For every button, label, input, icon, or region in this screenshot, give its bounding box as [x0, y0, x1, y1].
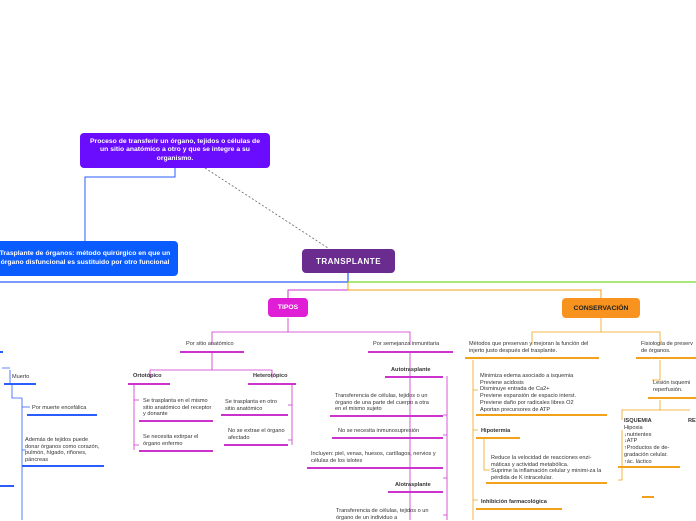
- metodos-list-underline: [476, 414, 607, 416]
- alo-text-1[interactable]: Transferencia de células, tejidos o un ó…: [336, 508, 429, 521]
- heterotopico-text-1[interactable]: Se trasplanta en otro sitio anatómico: [225, 399, 277, 412]
- lesion-underline: [648, 397, 696, 399]
- metodos-text[interactable]: Métodos que preservan y mejoran la funci…: [469, 341, 589, 354]
- muerte-encefalica-label[interactable]: Por muerte encefálica: [32, 405, 87, 411]
- ortotopico-text-1[interactable]: Se trasplanta en el mismo sitio anatómic…: [143, 398, 212, 418]
- inhibicion-label[interactable]: Inhibición farmacológica: [481, 499, 547, 505]
- small-orange-underline: [642, 496, 654, 498]
- re-label[interactable]: RE: [688, 418, 696, 424]
- definition-box[interactable]: Proceso de transferir un órgano, tejidos…: [80, 133, 270, 168]
- alotrasplante-underline: [388, 491, 443, 493]
- heterotopico-label[interactable]: Heterotópico: [253, 373, 288, 379]
- hipotermia-label[interactable]: Hipotermia: [481, 428, 511, 434]
- alotrasplante-label[interactable]: Alotrasplante: [395, 482, 431, 488]
- metodos-underline: [465, 357, 599, 359]
- muerte-encefalica-text[interactable]: Además de tejidos puede donar órganos co…: [25, 437, 100, 464]
- hetero-2-underline: [224, 444, 288, 446]
- conservacion-node[interactable]: CONSERVACIÓN: [562, 298, 640, 318]
- auto-3-underline: [307, 467, 443, 469]
- orto-2-underline: [139, 450, 213, 452]
- autotrasplante-label[interactable]: Autotrasplante: [391, 367, 431, 373]
- heterotopico-underline: [248, 383, 296, 385]
- muerte-encefalica-underline: [27, 414, 97, 416]
- ortotopico-label[interactable]: Ortotópico: [133, 373, 162, 379]
- semejanza-label[interactable]: Por semejanza inmunitaria: [373, 341, 440, 347]
- hetero-1-underline: [221, 414, 288, 416]
- fisiologia-text[interactable]: Fisiología de preserv de órganos.: [641, 341, 693, 354]
- sitio-anatomico-underline: [180, 351, 244, 353]
- auto-text-3[interactable]: Incluyen: piel, venas, huesos, cartílago…: [311, 451, 436, 464]
- tipos-node[interactable]: TIPOS: [268, 298, 308, 317]
- orto-1-underline: [139, 420, 213, 422]
- isquemia-label[interactable]: ISQUEMIA: [624, 418, 652, 424]
- hipotermia-underline: [476, 437, 520, 439]
- hipotermia-text[interactable]: Reduce la velocidad de reacciones enzi-m…: [491, 455, 602, 482]
- lesion-text[interactable]: Lesión isquemi reperfusión.: [653, 380, 691, 393]
- muerte-encefalica-text-underline: [22, 465, 104, 467]
- ortotopico-text-2[interactable]: Se necesita extirpar el órgano enfermo: [143, 434, 199, 447]
- sitio-anatomico-label[interactable]: Por sitio anatómico: [186, 341, 234, 347]
- trasplante-organos-box[interactable]: Trasplante de órganos: método quirúrgico…: [0, 241, 178, 276]
- auto-text-2[interactable]: No se necesita inmunosupresión: [338, 428, 420, 434]
- autotrasplante-underline: [385, 376, 443, 378]
- metodos-list[interactable]: Minimiza edema asociado a isquemia Previ…: [480, 373, 577, 413]
- central-node-transplante[interactable]: TRANSPLANTE: [302, 249, 395, 273]
- auto-1-underline: [330, 415, 443, 417]
- isquemia-list[interactable]: Hipoxia ↓nutrientes ↓ATP ↑Productos de d…: [624, 425, 670, 465]
- ortotopico-underline: [128, 383, 170, 385]
- muerto-label[interactable]: Muerto: [12, 374, 30, 380]
- muerto-underline: [4, 383, 36, 385]
- hipotermia-text-underline: [486, 482, 607, 484]
- fisiologia-underline: [636, 357, 696, 359]
- left-edge-underline-1: [0, 351, 3, 353]
- semejanza-underline: [368, 351, 453, 353]
- auto-text-1[interactable]: Transferencia de células, tejidos o un ó…: [335, 393, 429, 413]
- isquemia-underline: [618, 466, 680, 468]
- inhibicion-underline: [476, 508, 562, 510]
- heterotopico-text-2[interactable]: No se extrae el órgano afectado: [228, 428, 285, 441]
- auto-2-underline: [332, 437, 443, 439]
- left-edge-underline-2: [0, 485, 14, 487]
